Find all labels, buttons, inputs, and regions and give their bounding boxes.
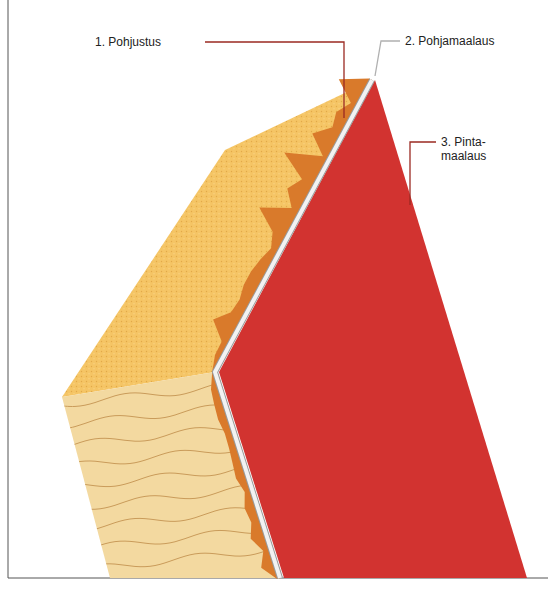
frame-line [8,0,9,578]
layer-label: 3. Pinta- maalaus [441,135,497,163]
layer-label: 2. Pohjamaalaus [405,34,535,48]
basecoat-layer [215,80,372,578]
leader-line [205,42,344,118]
layer-label: 1. Pohjustus [95,35,200,49]
leader-line [375,41,400,76]
leader-line [410,142,436,205]
grain-line [55,542,295,578]
topcoat-face [219,80,527,578]
basecoat-layer [215,80,372,578]
